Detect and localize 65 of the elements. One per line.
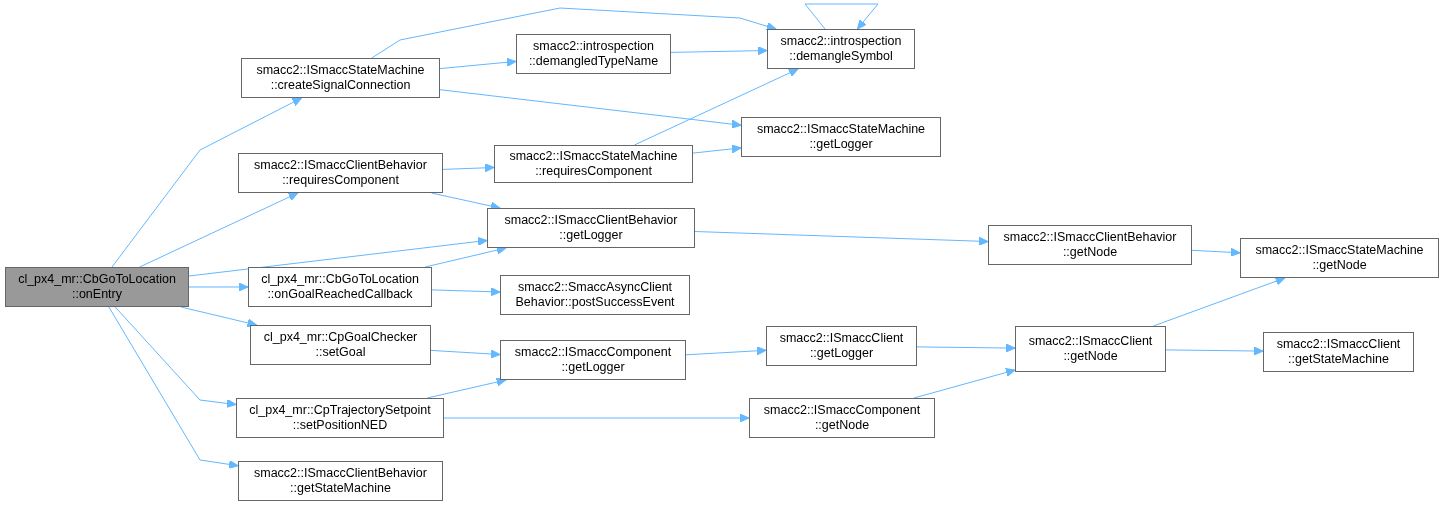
call-arrow: [439, 89, 742, 129]
function-name: smacc2::ISmaccClientBehavior ::getNode: [1003, 230, 1177, 260]
function-box: [248, 267, 432, 307]
function-name: smacc2::ISmaccComponent ::getNode: [763, 403, 921, 433]
function-name: smacc2::ISmaccClient ::getNode: [1028, 334, 1153, 364]
function-box: [494, 145, 693, 183]
function-box: [1015, 326, 1166, 372]
function-name: cl_px4_mr::CbGoToLocation ::onEntry: [18, 272, 176, 302]
function-box: [516, 34, 671, 74]
call-arrow: [114, 306, 237, 408]
call-arrow: [439, 57, 517, 70]
function-name: cl_px4_mr::CpTrajectorySetpoint ::setPositionNED: [249, 403, 431, 433]
call-arrow: [685, 346, 767, 356]
function-name: smacc2::SmaccAsyncClient Behavior::postSuccessEvent: [515, 280, 675, 310]
call-arrow: [1152, 276, 1286, 327]
function-box: [1263, 332, 1414, 372]
call-arrow: [443, 413, 750, 423]
function-box: [238, 461, 443, 501]
function-box: [749, 398, 935, 438]
call-arrow: [633, 68, 799, 146]
function-box: [5, 267, 189, 307]
function-name: smacc2::ISmaccStateMachine ::getLogger: [756, 122, 926, 152]
call-arrow: [139, 192, 299, 268]
call-arrow: [692, 144, 742, 154]
function-box: [500, 275, 690, 315]
function-name: smacc2::introspection ::demangledTypeName: [528, 39, 659, 69]
function-name: smacc2::ISmaccClient ::getLogger: [779, 331, 904, 361]
function-box: [487, 208, 695, 248]
function-name: smacc2::ISmaccStateMachine ::requiresComponent: [509, 149, 678, 179]
function-name: smacc2::ISmaccClientBehavior ::getLogger: [504, 213, 678, 243]
call-arrow: [1165, 346, 1264, 356]
call-arrow: [670, 46, 768, 56]
call-arrow: [188, 237, 488, 277]
function-box: [988, 225, 1192, 265]
call-arrow: [188, 282, 249, 292]
function-box: [1240, 238, 1439, 278]
function-box: [767, 29, 915, 69]
function-box: [241, 58, 440, 98]
function-name: cl_px4_mr::CpGoalChecker ::setGoal: [263, 330, 418, 360]
call-arrow: [1191, 247, 1241, 257]
function-box: [250, 325, 431, 365]
call-arrow: [430, 349, 501, 359]
function-name: smacc2::ISmaccComponent ::getLogger: [514, 345, 672, 375]
function-name: smacc2::introspection ::demangleSymbol: [780, 34, 902, 64]
call-arrow: [442, 163, 495, 173]
call-arrow: [371, 7, 777, 59]
function-name: cl_px4_mr::CbGoToLocation ::onGoalReachedCallback: [261, 272, 419, 302]
call-arrow: [431, 287, 501, 297]
function-name: smacc2::ISmaccClientBehavior ::requiresComponent: [254, 158, 427, 188]
function-box: [766, 326, 917, 366]
call-arrow: [108, 306, 239, 469]
function-name: smacc2::ISmaccClient ::getStateMachine: [1276, 337, 1401, 367]
function-box: [236, 398, 444, 438]
function-name: smacc2::ISmaccStateMachine ::getNode: [1255, 243, 1424, 273]
function-box: [741, 117, 941, 157]
call-arrow: [804, 3, 879, 30]
function-name: smacc2::ISmaccStateMachine ::createSignalConnection: [256, 63, 425, 93]
call-arrow: [913, 368, 1016, 399]
call-arrow: [916, 343, 1016, 353]
call-arrow: [694, 231, 989, 246]
function-box: [238, 153, 443, 193]
call-arrow: [180, 306, 257, 328]
call-arrow: [111, 97, 302, 268]
function-name: smacc2::ISmaccClientBehavior ::getStateMachine: [254, 466, 427, 496]
function-box: [500, 340, 686, 380]
